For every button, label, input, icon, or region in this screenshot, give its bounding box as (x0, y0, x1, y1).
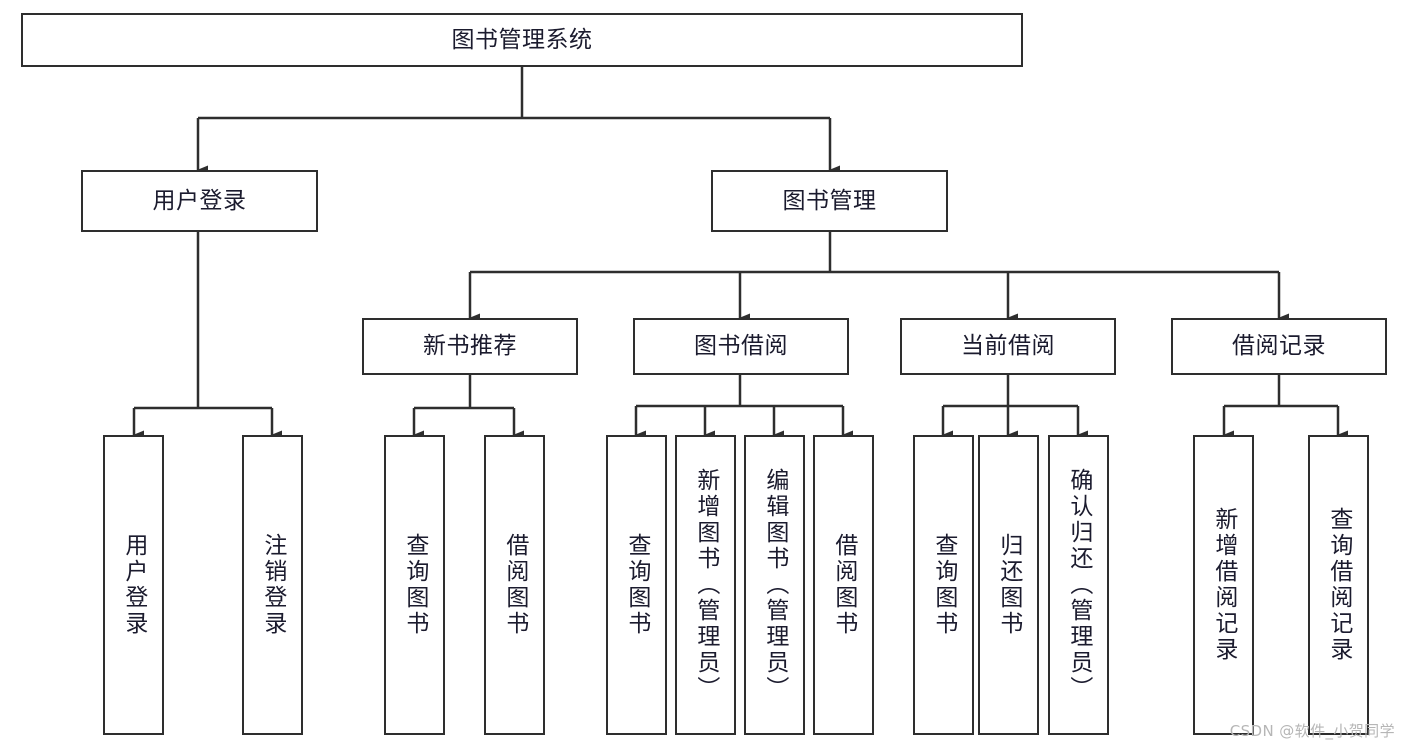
node-current-borrow[interactable]: 当前借阅 (900, 318, 1116, 375)
leaf-recommend-query-book[interactable]: 查询图书 (384, 435, 445, 735)
leaf-user-login-login[interactable]: 用户登录 (103, 435, 164, 735)
node-label: 用户登录 (120, 533, 147, 637)
node-label: 注销登录 (259, 533, 286, 637)
node-user-login[interactable]: 用户登录 (81, 170, 318, 232)
leaf-current-confirm-return-admin[interactable]: 确认归还（管理员） (1048, 435, 1109, 735)
leaf-borrow-borrow-book[interactable]: 借阅图书 (813, 435, 874, 735)
watermark-text: CSDN @软件_小贺同学 (1229, 722, 1395, 740)
node-root-system[interactable]: 图书管理系统 (21, 13, 1023, 67)
node-label: 归还图书 (995, 533, 1022, 637)
node-label: 查询图书 (623, 533, 650, 637)
leaf-borrow-add-book-admin[interactable]: 新增图书（管理员） (675, 435, 736, 735)
node-label: 查询图书 (930, 533, 957, 637)
leaf-user-login-logout[interactable]: 注销登录 (242, 435, 303, 735)
node-label: 新书推荐 (423, 333, 517, 360)
node-label: 借阅记录 (1232, 333, 1326, 360)
node-label: 编辑图书（管理员） (761, 468, 788, 702)
leaf-borrow-query-book[interactable]: 查询图书 (606, 435, 667, 735)
node-label: 借阅图书 (501, 533, 528, 637)
node-book-borrow[interactable]: 图书借阅 (633, 318, 849, 375)
node-label: 借阅图书 (830, 533, 857, 637)
node-label: 图书借阅 (694, 333, 788, 360)
node-new-book-recommend[interactable]: 新书推荐 (362, 318, 578, 375)
leaf-borrow-edit-book-admin[interactable]: 编辑图书（管理员） (744, 435, 805, 735)
leaf-record-query-record[interactable]: 查询借阅记录 (1308, 435, 1369, 735)
leaf-current-return-book[interactable]: 归还图书 (978, 435, 1039, 735)
leaf-recommend-borrow-book[interactable]: 借阅图书 (484, 435, 545, 735)
node-label: 图书管理 (782, 187, 877, 214)
node-book-management[interactable]: 图书管理 (711, 170, 948, 232)
node-borrow-record[interactable]: 借阅记录 (1171, 318, 1387, 375)
node-label: 新增借阅记录 (1210, 507, 1237, 663)
leaf-current-query-book[interactable]: 查询图书 (913, 435, 974, 735)
node-label: 新增图书（管理员） (692, 468, 719, 702)
node-label: 查询借阅记录 (1325, 507, 1352, 663)
node-label: 当前借阅 (961, 333, 1055, 360)
node-label: 图书管理系统 (451, 26, 593, 53)
node-label: 查询图书 (401, 533, 428, 637)
leaf-record-add-record[interactable]: 新增借阅记录 (1193, 435, 1254, 735)
node-label: 用户登录 (152, 187, 247, 214)
node-label: 确认归还（管理员） (1065, 468, 1092, 702)
